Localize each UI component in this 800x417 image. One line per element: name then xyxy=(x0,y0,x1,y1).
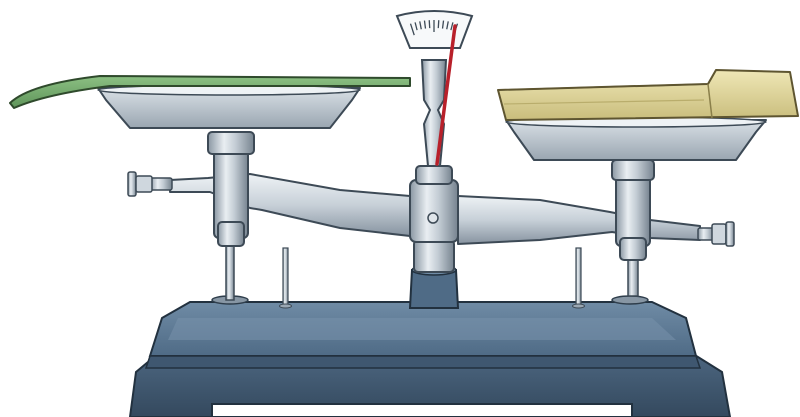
dial-tick xyxy=(437,20,440,29)
green-sheet-icon xyxy=(9,75,411,109)
dial-tick xyxy=(450,22,454,31)
pointer-needle xyxy=(435,24,457,166)
yellow-block-icon xyxy=(497,69,799,121)
right-pan xyxy=(505,119,767,161)
dial-tick xyxy=(446,21,449,30)
dial-gauge xyxy=(395,10,474,49)
dial-tick xyxy=(423,20,427,29)
dial-tick xyxy=(428,20,431,29)
left-pan xyxy=(97,87,361,129)
dial-tick xyxy=(409,23,415,36)
center-column xyxy=(408,59,460,309)
dial-tick xyxy=(441,20,445,29)
left-pan-assembly xyxy=(97,84,361,301)
dial-tick xyxy=(414,22,418,31)
guide-posts xyxy=(279,247,585,309)
scale-base xyxy=(128,295,732,417)
dial-tick xyxy=(419,21,422,30)
dial-ticks xyxy=(409,20,459,36)
